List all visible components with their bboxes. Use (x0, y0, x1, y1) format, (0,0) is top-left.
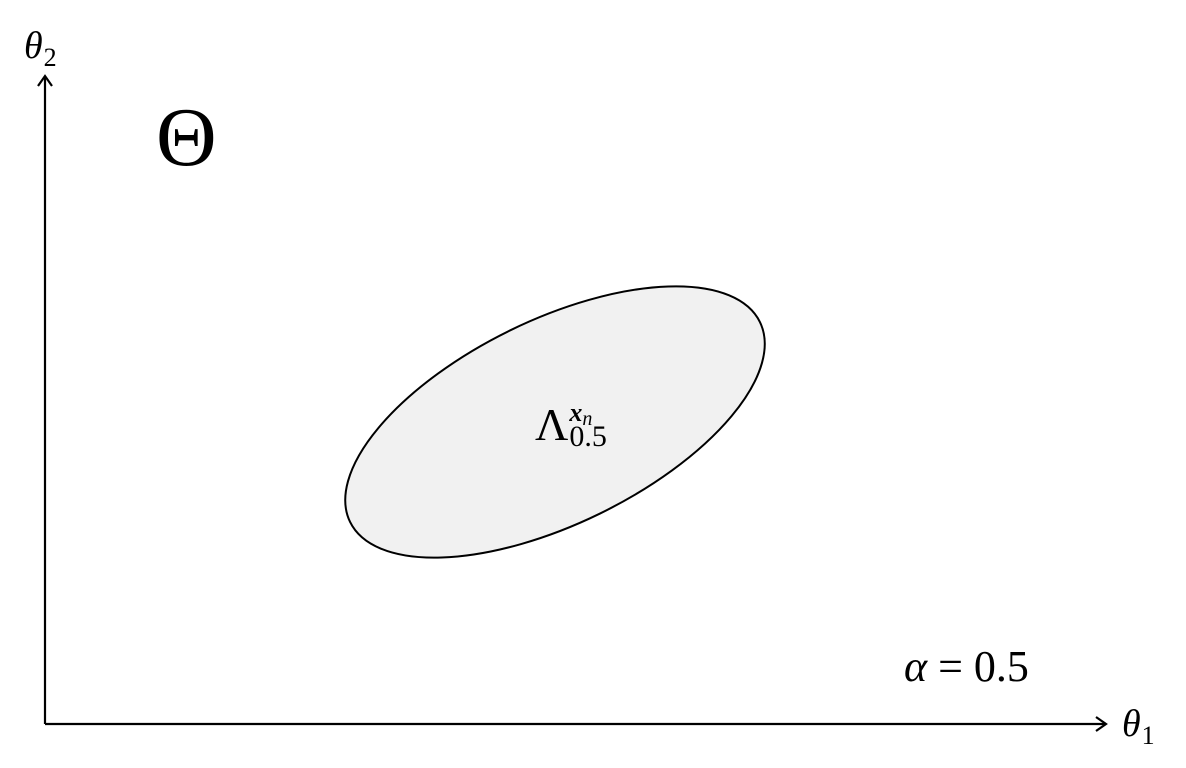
region-label-subscript: 0.5 (569, 420, 607, 453)
region-label-superscript: xn (569, 398, 607, 430)
confidence-region-ellipse (344, 285, 766, 559)
parameter-space-label: Θ (156, 91, 217, 184)
y-axis-label: θ2 (24, 25, 57, 71)
x-axis-arrowhead (1095, 716, 1108, 732)
y-axis-label-symbol: θ (24, 25, 43, 67)
alpha-equation-rest: = 0.5 (927, 642, 1029, 691)
region-label-symbol: Λ (535, 399, 569, 450)
y-axis-arrowhead (37, 74, 53, 87)
x-axis-label: θ1 (1122, 703, 1155, 749)
region-label-superscript-main: x (569, 398, 583, 427)
region-label-superscript-subscript: n (582, 408, 593, 430)
y-axis-label-subscript: 2 (43, 43, 57, 72)
x-axis-label-subscript: 1 (1141, 721, 1155, 750)
alpha-symbol: α (904, 642, 928, 691)
alpha-annotation: α = 0.5 (904, 645, 1029, 689)
x-axis-label-symbol: θ (1122, 703, 1141, 745)
